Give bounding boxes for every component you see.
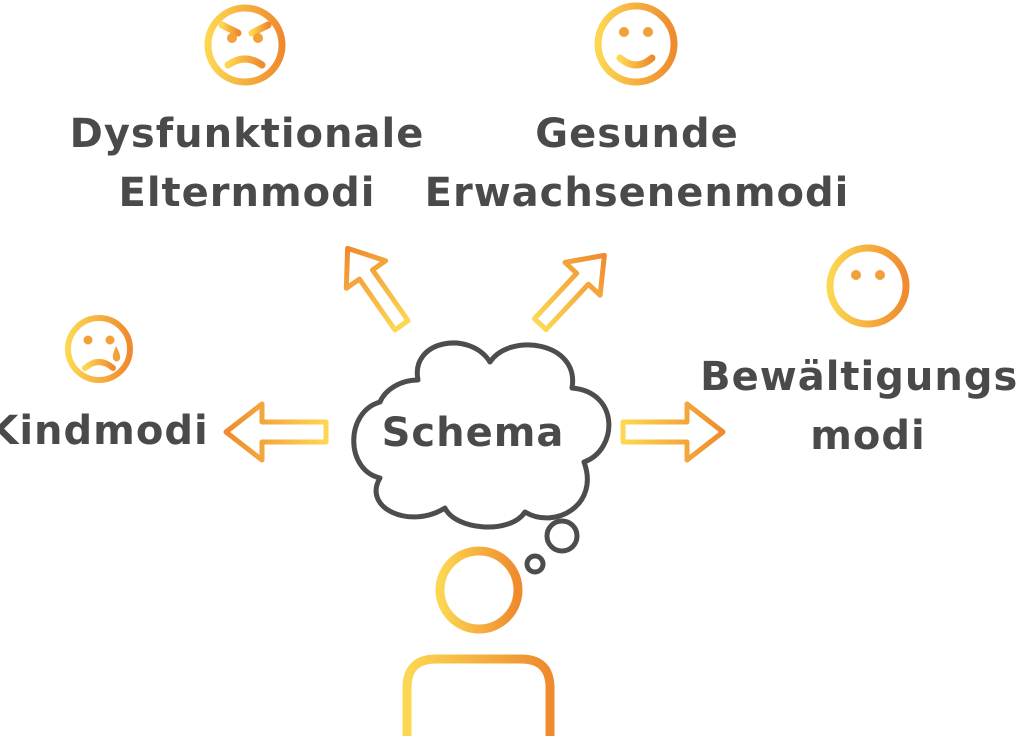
crying-face-icon [65, 315, 133, 383]
crying-face-features [83, 335, 121, 362]
person-body [402, 654, 555, 736]
arrow-up-right [531, 252, 607, 333]
parent-modes-label-line2: Elternmodi [119, 170, 376, 216]
child-modes-label: Kindmodi [0, 408, 209, 454]
arrow-left [223, 401, 329, 463]
person-head [435, 546, 523, 634]
neutral-face-icon [826, 244, 910, 328]
angry-face-eyes [227, 33, 263, 43]
person-icon [402, 546, 555, 736]
thought-bubble-small [524, 553, 546, 575]
schema-label: Schema [382, 410, 565, 456]
angry-face-icon [204, 4, 286, 86]
parent-modes-label-line1: Dysfunktionale [70, 111, 425, 157]
thought-cloud [351, 340, 612, 530]
coping-modes-label-line2: modi [810, 413, 926, 459]
smiling-face-icon [594, 2, 678, 86]
arrow-up-left [343, 245, 411, 333]
arrow-right [620, 401, 726, 463]
neutral-face-eyes [851, 270, 885, 280]
smiling-face-eyes [619, 27, 653, 37]
thought-bubble-large [544, 518, 580, 554]
adult-modes-label-line2: Erwachsenenmodi [425, 170, 850, 216]
coping-modes-label-line1: Bewältigungs- [700, 354, 1019, 400]
adult-modes-label-line1: Gesunde [535, 111, 738, 157]
